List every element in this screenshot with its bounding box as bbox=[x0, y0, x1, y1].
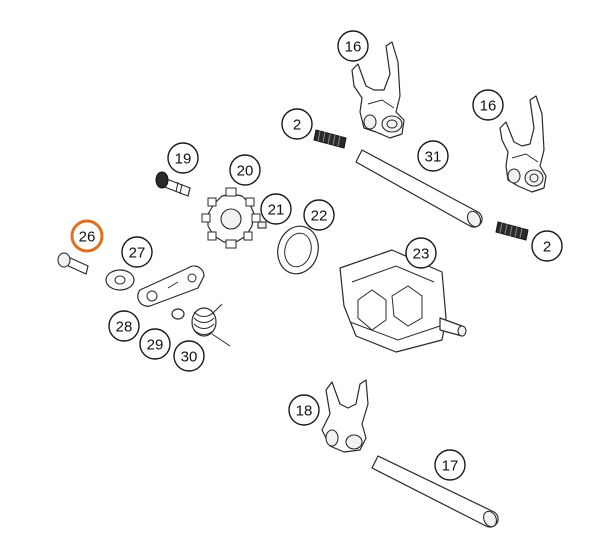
callout-label: 23 bbox=[413, 246, 430, 263]
callout-circle bbox=[260, 193, 292, 225]
callout-18[interactable]: 18 bbox=[288, 394, 320, 426]
callout-label: 31 bbox=[425, 149, 442, 166]
callout-circle bbox=[531, 230, 563, 262]
part-26-bolt[interactable] bbox=[57, 252, 89, 275]
part-17-shaft-lower[interactable] bbox=[371, 455, 499, 529]
callout-circle bbox=[405, 237, 437, 269]
part-23-shift-drum[interactable] bbox=[339, 249, 467, 353]
callout-label: 16 bbox=[480, 98, 497, 115]
callout-label: 22 bbox=[311, 208, 328, 225]
part-18-shift-fork-lower[interactable] bbox=[321, 379, 369, 453]
part-30-torsion-spring[interactable] bbox=[191, 303, 231, 347]
callout-2[interactable]: 2 bbox=[281, 108, 313, 140]
callout-label: 27 bbox=[129, 245, 146, 262]
callout-16[interactable]: 16 bbox=[337, 30, 369, 62]
callout-circle bbox=[434, 449, 466, 481]
part-27-washer[interactable] bbox=[105, 269, 135, 291]
callout-label: 26 bbox=[79, 229, 96, 246]
callout-21[interactable]: 21 bbox=[260, 193, 292, 225]
part-20-shift-drum-star[interactable] bbox=[201, 187, 261, 249]
part-16-shift-fork-upper-right[interactable] bbox=[499, 95, 547, 193]
callout-circle bbox=[229, 154, 261, 186]
callout-label: 2 bbox=[543, 239, 551, 256]
callout-30[interactable]: 30 bbox=[173, 340, 205, 372]
part-2-spring-upper[interactable] bbox=[313, 129, 347, 149]
callout-label: 29 bbox=[147, 337, 164, 354]
callout-31[interactable]: 31 bbox=[417, 140, 449, 172]
callout-label: 17 bbox=[442, 458, 459, 475]
callout-circle bbox=[472, 89, 504, 121]
callout-22[interactable]: 22 bbox=[303, 199, 335, 231]
part-2-spring-lower[interactable] bbox=[495, 221, 529, 241]
callout-19[interactable]: 19 bbox=[167, 142, 199, 174]
callout-circle bbox=[337, 30, 369, 62]
callout-label: 19 bbox=[175, 151, 192, 168]
callout-circle bbox=[303, 199, 335, 231]
callout-label: 2 bbox=[293, 117, 301, 134]
callout-16[interactable]: 16 bbox=[472, 89, 504, 121]
part-16-shift-fork-upper-left[interactable] bbox=[351, 41, 405, 139]
callout-circle bbox=[173, 340, 205, 372]
callout-label: 18 bbox=[296, 403, 313, 420]
part-28-shift-lever[interactable] bbox=[137, 265, 205, 307]
part-21-pin[interactable] bbox=[257, 221, 267, 229]
callout-29[interactable]: 29 bbox=[139, 328, 171, 360]
callout-circle bbox=[288, 394, 320, 426]
callout-28[interactable]: 28 bbox=[108, 310, 140, 342]
callout-27[interactable]: 27 bbox=[121, 236, 153, 268]
callout-label: 21 bbox=[268, 202, 285, 219]
part-22-ring[interactable] bbox=[272, 222, 323, 279]
callout-label: 20 bbox=[237, 163, 254, 180]
part-29-small-washer[interactable] bbox=[171, 308, 185, 320]
callout-17[interactable]: 17 bbox=[434, 449, 466, 481]
callout-circle bbox=[417, 140, 449, 172]
part-19-bolt[interactable] bbox=[155, 171, 191, 197]
callout-circle bbox=[167, 142, 199, 174]
callout-circle bbox=[139, 328, 171, 360]
callout-label: 28 bbox=[116, 319, 133, 336]
part-31-shaft-upper[interactable] bbox=[355, 149, 483, 229]
callout-circle bbox=[121, 236, 153, 268]
callout-label: 30 bbox=[181, 349, 198, 366]
callout-circle bbox=[281, 108, 313, 140]
callout-26[interactable]: 26 bbox=[70, 219, 104, 253]
callout-20[interactable]: 20 bbox=[229, 154, 261, 186]
callout-circle bbox=[70, 219, 104, 253]
callout-2[interactable]: 2 bbox=[531, 230, 563, 262]
callout-circle bbox=[108, 310, 140, 342]
callout-label: 16 bbox=[345, 39, 362, 56]
callout-23[interactable]: 23 bbox=[405, 237, 437, 269]
